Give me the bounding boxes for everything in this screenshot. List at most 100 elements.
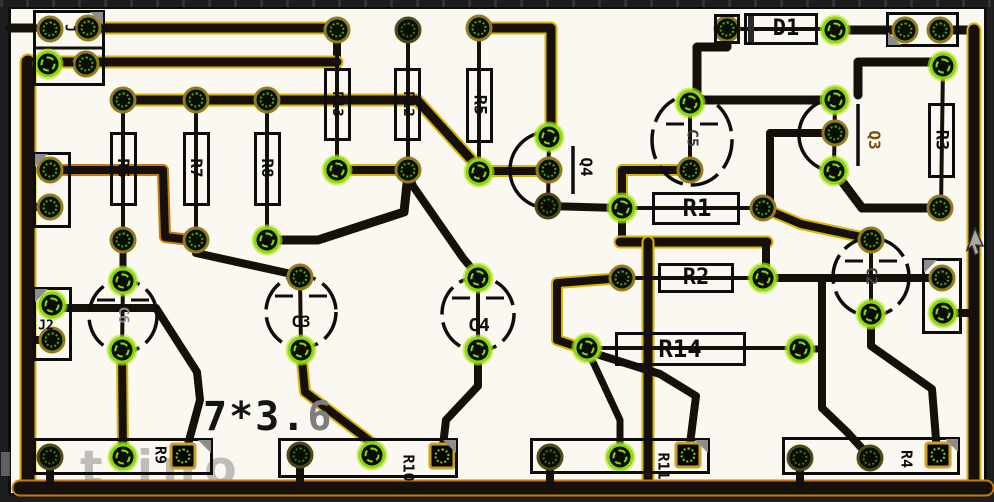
pad[interactable]: [36, 15, 64, 43]
J1-outline[interactable]: [33, 152, 71, 228]
pad[interactable]: [36, 156, 64, 184]
pad[interactable]: [109, 267, 137, 295]
pad[interactable]: [253, 226, 281, 254]
pad[interactable]: [608, 264, 636, 292]
copper-trace[interactable]: [404, 168, 482, 280]
copper-trace[interactable]: [853, 57, 948, 100]
pad[interactable]: [676, 156, 704, 184]
pad[interactable]: [253, 86, 281, 114]
pad[interactable]: [169, 442, 197, 470]
conn-right-mid-outline[interactable]: [922, 258, 962, 334]
copper-trace[interactable]: [46, 166, 195, 244]
R3-outline[interactable]: [928, 103, 955, 178]
pad[interactable]: [428, 442, 456, 470]
D1-pad-box-outline[interactable]: [714, 14, 740, 44]
pad[interactable]: [856, 444, 884, 472]
pad[interactable]: [534, 192, 562, 220]
pad[interactable]: [821, 119, 849, 147]
pad[interactable]: [820, 157, 848, 185]
copper-trace[interactable]: [818, 274, 872, 459]
copper-trace[interactable]: [474, 23, 556, 139]
pad[interactable]: [182, 86, 210, 114]
copper-trace[interactable]: [192, 236, 300, 279]
pad[interactable]: [786, 444, 814, 472]
R14-outline[interactable]: [615, 332, 746, 366]
pad[interactable]: [536, 443, 564, 471]
R10-outline[interactable]: [278, 438, 458, 478]
pad[interactable]: [358, 441, 386, 469]
R5-outline[interactable]: [466, 68, 493, 143]
copper-trace[interactable]: [259, 169, 413, 245]
copper-trace[interactable]: [833, 171, 945, 213]
R9-outline[interactable]: [33, 438, 213, 475]
copper-trace[interactable]: [939, 64, 945, 210]
copper-trace[interactable]: [553, 274, 626, 352]
pad[interactable]: [821, 86, 849, 114]
R13-outline[interactable]: [324, 68, 351, 141]
pad[interactable]: [286, 441, 314, 469]
pad[interactable]: [926, 16, 954, 44]
pad[interactable]: [323, 156, 351, 184]
pad[interactable]: [608, 194, 636, 222]
pad[interactable]: [72, 50, 100, 78]
pad[interactable]: [34, 50, 62, 78]
pad[interactable]: [38, 291, 66, 319]
copper-trace[interactable]: [618, 166, 694, 210]
pad[interactable]: [786, 335, 814, 363]
D1-outline[interactable]: [744, 13, 818, 45]
pad[interactable]: [182, 226, 210, 254]
R2-outline[interactable]: [658, 263, 734, 293]
pad[interactable]: [465, 158, 493, 186]
pad[interactable]: [924, 441, 952, 469]
pad[interactable]: [74, 14, 102, 42]
pad[interactable]: [674, 441, 702, 469]
pad[interactable]: [464, 336, 492, 364]
pad[interactable]: [323, 16, 351, 44]
pad[interactable]: [749, 264, 777, 292]
pad[interactable]: [749, 194, 777, 222]
pad[interactable]: [857, 226, 885, 254]
R4-outline[interactable]: [782, 437, 960, 475]
copper-trace[interactable]: [118, 95, 482, 171]
copper-trace[interactable]: [438, 346, 482, 458]
pad[interactable]: [821, 16, 849, 44]
R6-outline[interactable]: [110, 132, 137, 206]
pad[interactable]: [109, 443, 137, 471]
pad[interactable]: [535, 156, 563, 184]
conn-top-left-outline[interactable]: [33, 10, 105, 86]
pad[interactable]: [109, 86, 137, 114]
R12-outline[interactable]: [394, 68, 421, 141]
copper-trace[interactable]: [867, 312, 941, 456]
pad[interactable]: [394, 16, 422, 44]
pad[interactable]: [573, 334, 601, 362]
R7-outline[interactable]: [183, 132, 210, 206]
pad[interactable]: [929, 299, 957, 327]
pad[interactable]: [38, 326, 66, 354]
copper-trace[interactable]: [759, 204, 870, 242]
R8-outline[interactable]: [254, 132, 281, 206]
copper-trace[interactable]: [766, 129, 839, 207]
pad[interactable]: [929, 52, 957, 80]
conn-top-right-outline[interactable]: [886, 12, 959, 47]
pad[interactable]: [394, 156, 422, 184]
pad[interactable]: [465, 14, 493, 42]
R11-outline[interactable]: [530, 438, 710, 474]
Q4-outline[interactable]: [508, 130, 549, 210]
pad[interactable]: [109, 226, 137, 254]
pad[interactable]: [36, 443, 64, 471]
J2-outline[interactable]: [33, 287, 72, 361]
pad[interactable]: [928, 264, 956, 292]
pad[interactable]: [857, 300, 885, 328]
pad[interactable]: [926, 194, 954, 222]
Q3-outline[interactable]: [797, 97, 836, 173]
pad[interactable]: [676, 89, 704, 117]
pad[interactable]: [108, 336, 136, 364]
pad[interactable]: [535, 123, 563, 151]
pad[interactable]: [464, 264, 492, 292]
R1-outline[interactable]: [652, 192, 740, 225]
pad[interactable]: [606, 443, 634, 471]
pad[interactable]: [36, 193, 64, 221]
pad[interactable]: [287, 336, 315, 364]
pad[interactable]: [286, 263, 314, 291]
